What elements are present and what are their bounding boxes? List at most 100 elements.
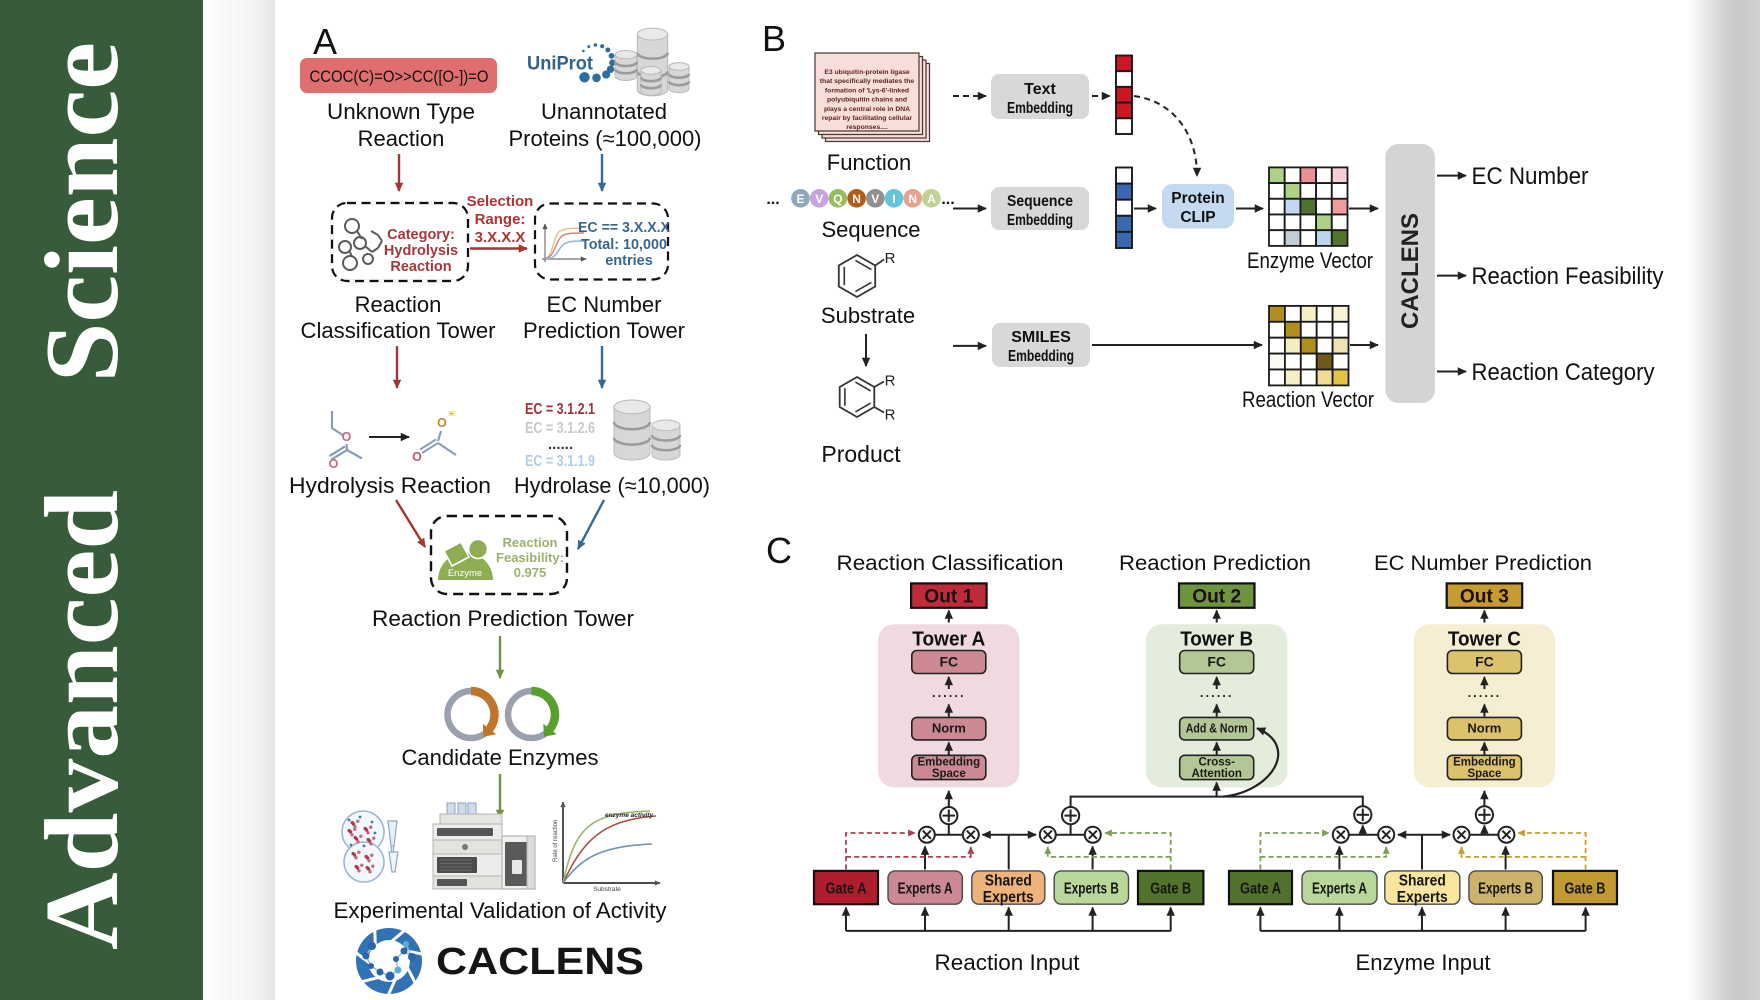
svg-text:CACLENS: CACLENS: [436, 941, 644, 983]
svg-text:Gate A: Gate A: [826, 881, 867, 898]
svg-text:-: -: [450, 408, 453, 418]
svg-text:EC = 3.1.1.9: EC = 3.1.1.9: [525, 453, 595, 470]
svg-text:E3 ubiquitin-protein ligase: E3 ubiquitin-protein ligase: [824, 69, 910, 76]
svg-text:Reaction Classification: Reaction Classification: [837, 552, 1064, 575]
svg-text:Experts B: Experts B: [1064, 881, 1119, 898]
svg-text:Selection: Selection: [467, 193, 534, 210]
svg-text:Hydrolase (≈10,000): Hydrolase (≈10,000): [514, 473, 710, 498]
svg-text:Embedding: Embedding: [1007, 212, 1073, 229]
svg-text:Reaction Prediction Tower: Reaction Prediction Tower: [372, 606, 634, 631]
svg-text:EC == 3.X.X.X: EC == 3.X.X.X: [578, 220, 670, 236]
svg-text:V: V: [871, 192, 879, 206]
svg-text:O: O: [437, 416, 447, 430]
svg-text:SMILES: SMILES: [1011, 329, 1071, 346]
svg-text:...: ...: [766, 191, 779, 208]
svg-text:FC: FC: [939, 654, 958, 670]
svg-text:CCOC(C)=O>>CC([O-])=O: CCOC(C)=O>>CC([O-])=O: [310, 68, 489, 86]
svg-text:Tower B: Tower B: [1180, 629, 1253, 651]
svg-text:3.X.X.X: 3.X.X.X: [475, 229, 526, 246]
svg-text:Reaction Prediction: Reaction Prediction: [1119, 552, 1311, 575]
svg-text:......: ......: [548, 436, 573, 453]
svg-text:Gate B: Gate B: [1565, 881, 1606, 898]
svg-text:Out 2: Out 2: [1192, 587, 1241, 608]
svg-text:Prediction Tower: Prediction Tower: [523, 318, 685, 343]
svg-text:Advanced Science: Advanced Science: [23, 42, 140, 950]
svg-text:Product: Product: [821, 441, 901, 467]
svg-text:Experts: Experts: [983, 889, 1034, 906]
svg-text:responses....: responses....: [846, 124, 888, 131]
svg-text:CLIP: CLIP: [1180, 209, 1215, 226]
svg-text:Hydrolysis Reaction: Hydrolysis Reaction: [289, 473, 491, 498]
svg-text:Candidate Enzymes: Candidate Enzymes: [402, 745, 599, 770]
svg-text:polyubiquitin chains and: polyubiquitin chains and: [827, 97, 907, 104]
svg-text:Enzyme: Enzyme: [448, 568, 482, 579]
svg-text:Rate of reaction: Rate of reaction: [553, 820, 559, 862]
svg-text:Embedding: Embedding: [917, 757, 980, 769]
svg-text:......: ......: [1200, 685, 1234, 700]
svg-text:Embedding: Embedding: [1453, 757, 1516, 769]
svg-text:EC = 3.1.2.6: EC = 3.1.2.6: [525, 420, 595, 437]
svg-text:FC: FC: [1207, 654, 1226, 670]
svg-text:0.975: 0.975: [514, 565, 547, 580]
svg-text:EC Number: EC Number: [547, 292, 662, 317]
svg-text:Experts B: Experts B: [1478, 881, 1533, 898]
svg-text:Category:: Category:: [387, 227, 455, 243]
svg-text:I: I: [892, 192, 895, 206]
svg-text:Feasibility:: Feasibility:: [496, 550, 564, 565]
svg-text:EC = 3.1.2.1: EC = 3.1.2.1: [525, 401, 595, 418]
svg-text:Out 3: Out 3: [1460, 587, 1509, 608]
svg-text:formation of 'Lys-6'-linked: formation of 'Lys-6'-linked: [825, 87, 909, 94]
svg-text:Unknown Type: Unknown Type: [327, 99, 475, 124]
svg-text:Reaction Feasibility: Reaction Feasibility: [1472, 263, 1664, 290]
svg-text:Substrate: Substrate: [593, 886, 621, 893]
svg-text:plays a central role in DNA: plays a central role in DNA: [824, 106, 910, 113]
svg-text:Proteins (≈100,000): Proteins (≈100,000): [509, 126, 702, 151]
svg-text:R: R: [885, 373, 896, 390]
svg-text:......: ......: [932, 685, 966, 700]
svg-text:Attention: Attention: [1191, 768, 1241, 780]
svg-text:Enzyme Vector: Enzyme Vector: [1247, 248, 1373, 273]
svg-text:R: R: [885, 250, 896, 267]
svg-text:Gate B: Gate B: [1150, 881, 1191, 898]
svg-text:Protein: Protein: [1171, 190, 1224, 207]
svg-text:Space: Space: [932, 768, 966, 780]
svg-text:R: R: [885, 407, 896, 424]
svg-text:...: ...: [941, 191, 954, 208]
svg-text:Reaction: Reaction: [503, 535, 558, 550]
svg-text:Tower C: Tower C: [1448, 629, 1521, 651]
svg-text:Space: Space: [1467, 768, 1501, 780]
svg-text:repair by facilitating cellula: repair by facilitating cellular: [822, 115, 913, 122]
svg-text:Range:: Range:: [475, 211, 526, 228]
svg-text:Norm: Norm: [932, 721, 966, 736]
svg-text:N: N: [852, 192, 861, 206]
svg-text:Q: Q: [833, 192, 842, 206]
svg-text:Shared: Shared: [1399, 873, 1446, 890]
svg-text:C: C: [766, 530, 792, 571]
svg-text:Sequence: Sequence: [1007, 193, 1073, 210]
svg-text:B: B: [762, 18, 786, 59]
svg-text:Experts: Experts: [1397, 889, 1448, 906]
svg-text:Tower A: Tower A: [912, 629, 985, 651]
svg-text:N: N: [908, 192, 917, 206]
svg-text:Experts A: Experts A: [898, 881, 953, 898]
svg-text:Hydrolysis: Hydrolysis: [384, 243, 458, 259]
svg-text:entries: entries: [605, 253, 653, 269]
svg-text:Experts A: Experts A: [1312, 881, 1367, 898]
svg-text:Embedding: Embedding: [1007, 100, 1073, 117]
svg-text:EC Number Prediction: EC Number Prediction: [1374, 552, 1592, 575]
svg-text:EC Number: EC Number: [1472, 163, 1589, 190]
svg-text:......: ......: [1468, 685, 1502, 700]
svg-text:Enzyme Input: Enzyme Input: [1356, 950, 1491, 975]
svg-text:Gate A: Gate A: [1240, 881, 1281, 898]
svg-text:Reaction Input: Reaction Input: [935, 950, 1080, 975]
svg-text:Out 1: Out 1: [924, 587, 973, 608]
svg-text:Text: Text: [1024, 81, 1056, 98]
svg-text:O: O: [329, 457, 339, 471]
svg-text:Add & Norm: Add & Norm: [1186, 721, 1248, 736]
svg-text:CACLENS: CACLENS: [1397, 213, 1424, 329]
svg-text:UniProt: UniProt: [527, 54, 594, 75]
svg-text:Reaction: Reaction: [355, 292, 442, 317]
svg-text:A: A: [927, 192, 936, 206]
svg-text:Sequence: Sequence: [821, 217, 920, 242]
svg-text:Unannotated: Unannotated: [541, 99, 667, 124]
